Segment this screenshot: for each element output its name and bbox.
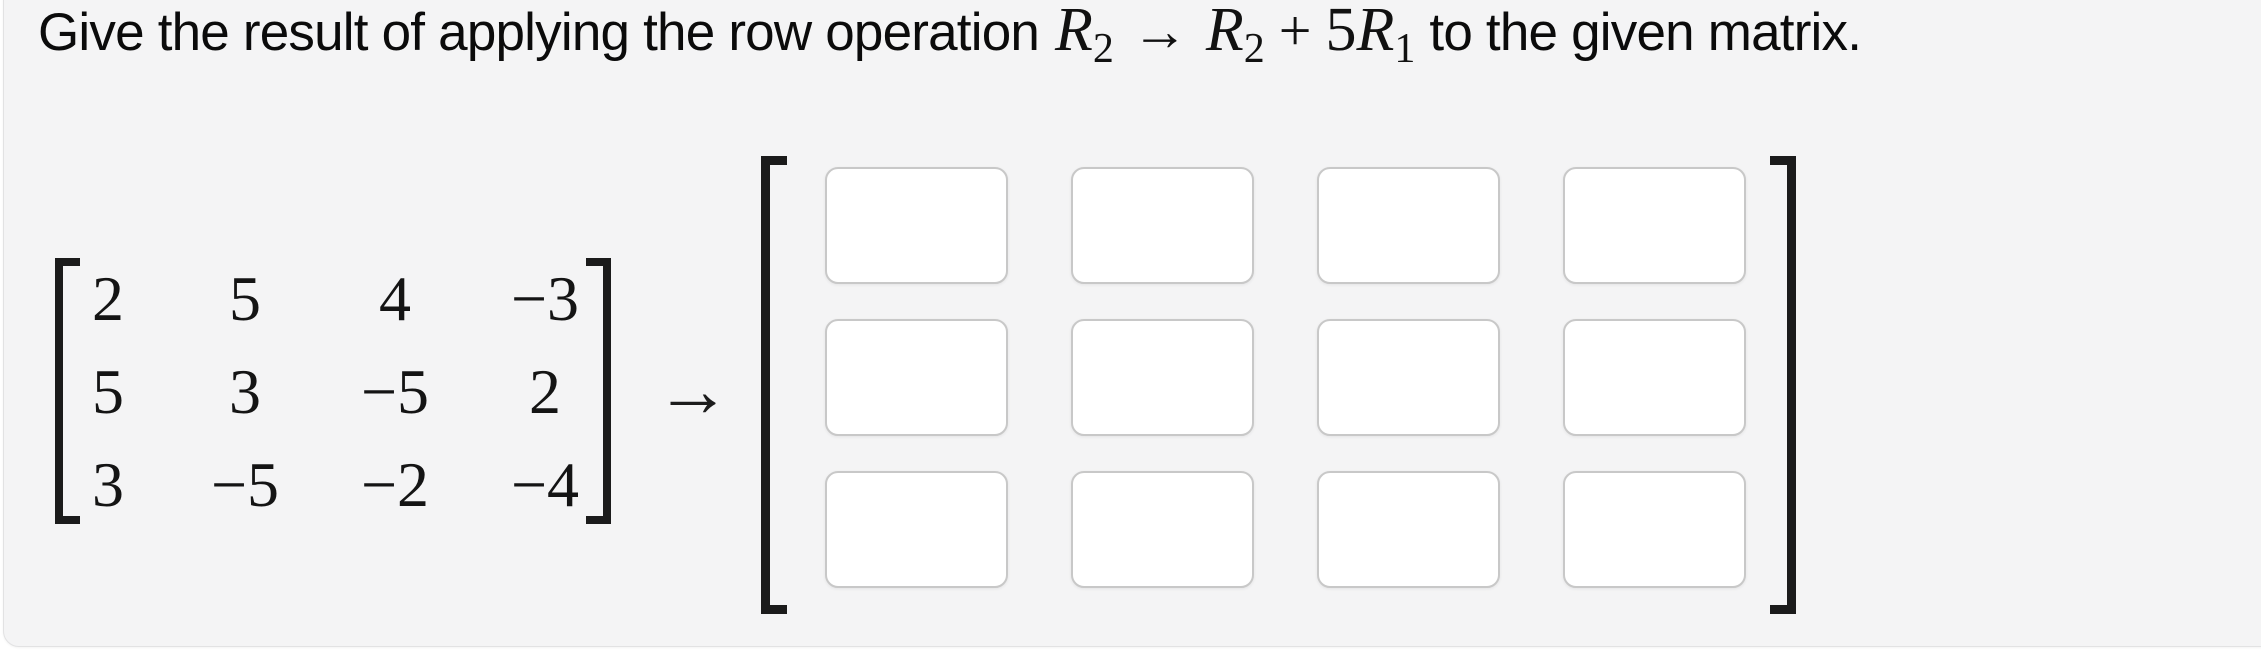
answer-input-r2c2[interactable] [1071, 319, 1254, 436]
given-matrix-cell: 3 [229, 355, 261, 427]
answer-matrix-grid [787, 156, 1770, 614]
row-symbol-target-subscript: 2 [1092, 26, 1114, 72]
given-matrix-cell: −5 [360, 355, 430, 427]
left-bracket [761, 156, 787, 614]
given-matrix-cell: −2 [360, 448, 430, 520]
given-matrix-cell: 5 [229, 262, 261, 334]
row-symbol-source: R [1205, 0, 1244, 64]
right-arrow-icon: → [655, 349, 731, 433]
answer-input-r3c1[interactable] [825, 471, 1008, 588]
maps-to-arrow-icon: → [1131, 1, 1188, 63]
row-symbol-source2: R [1356, 0, 1395, 64]
question-text-lead: Give the result of applying the row oper… [38, 3, 1040, 62]
row-symbol-source2-subscript: 1 [1394, 26, 1416, 72]
given-matrix-cell: 2 [529, 355, 561, 427]
answer-input-r3c2[interactable] [1071, 471, 1254, 588]
answer-input-r2c1[interactable] [825, 319, 1008, 436]
answer-input-r1c4[interactable] [1563, 167, 1746, 284]
answer-input-r1c1[interactable] [825, 167, 1008, 284]
question-text: Give the result of applying the row oper… [38, 0, 1862, 85]
given-matrix-cell: 3 [92, 448, 124, 520]
row-symbol-target: R [1055, 0, 1093, 64]
given-matrix: 2 5 4 −3 5 3 −5 2 3 −5 −2 −4 [55, 258, 611, 531]
given-matrix-cell: −5 [210, 448, 280, 520]
question-text-tail: to the given matrix. [1429, 3, 1862, 62]
answer-input-r2c4[interactable] [1563, 319, 1746, 436]
answer-input-r1c3[interactable] [1317, 167, 1500, 284]
row-symbol-source-subscript: 2 [1243, 26, 1265, 72]
right-bracket [1770, 156, 1796, 614]
answer-input-r1c2[interactable] [1071, 167, 1254, 284]
answer-input-r3c3[interactable] [1317, 471, 1500, 588]
given-matrix-cell: −4 [510, 448, 580, 520]
given-matrix-cell: 5 [92, 355, 124, 427]
given-matrix-grid: 2 5 4 −3 5 3 −5 2 3 −5 −2 −4 [86, 252, 580, 531]
right-bracket [586, 258, 611, 524]
given-matrix-cell: −3 [510, 262, 580, 334]
left-bracket [55, 258, 80, 524]
answer-input-r2c3[interactable] [1317, 319, 1500, 436]
answer-input-r3c4[interactable] [1563, 471, 1746, 588]
row-operation-expression: R2→R2+5R1 [1055, 0, 1415, 72]
given-matrix-cell: 4 [379, 262, 411, 334]
given-matrix-cell: 2 [92, 262, 124, 334]
plus-operator: + [1278, 0, 1312, 63]
answer-matrix [761, 156, 1796, 614]
row-coefficient: 5 [1325, 0, 1357, 64]
